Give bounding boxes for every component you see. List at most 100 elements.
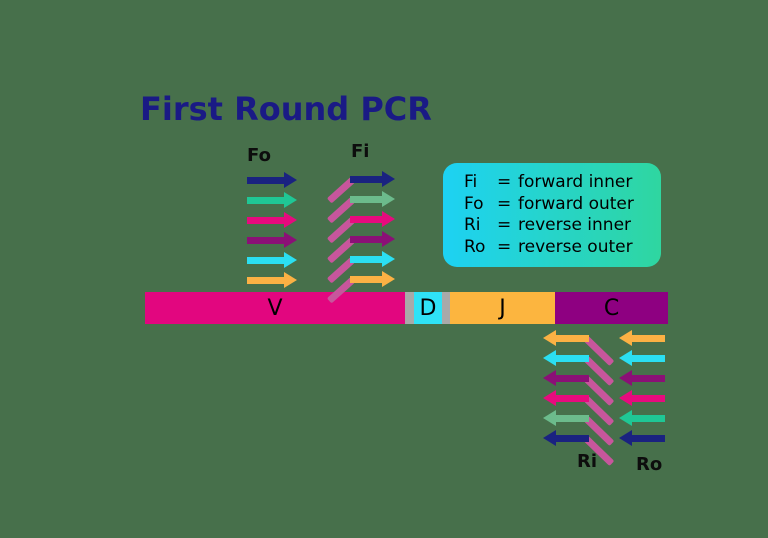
arrow-shaft (556, 354, 589, 362)
arrow-head-icon (619, 350, 632, 366)
primer-arrow-green-outer (247, 192, 297, 208)
arrow-shaft (556, 374, 589, 382)
arrow-head-icon (543, 390, 556, 406)
arrow-shaft (350, 195, 382, 203)
legend-entry: Ro = reverse outer (464, 237, 661, 259)
primer-arrow-purple (543, 370, 615, 406)
segment-label: J (499, 295, 506, 321)
arrow-head-icon (382, 191, 395, 207)
primer-arrow-pink (326, 211, 395, 244)
segment-label: C (603, 295, 620, 321)
arrow-shaft (247, 176, 284, 184)
arrow-shaft (350, 255, 382, 263)
legend-abbreviation: Fo (464, 193, 484, 214)
arrow-shaft (247, 216, 284, 224)
arrow-shaft (632, 414, 665, 422)
primer-group-label-fi: Fi (351, 141, 370, 162)
arrow-head-icon (619, 410, 632, 426)
arrow-head-icon (284, 252, 297, 268)
arrow-shaft (632, 354, 665, 362)
primer-arrow-green-inner (543, 410, 615, 446)
arrow-head-icon (284, 212, 297, 228)
primer-arrow-cyan (326, 251, 395, 284)
arrow-shaft (247, 236, 284, 244)
legend-abbreviation: Ro (464, 236, 486, 257)
arrow-head-icon (543, 430, 556, 446)
arrow-head-icon (284, 172, 297, 188)
legend-entry: Fo = forward outer (464, 194, 661, 216)
primer-arrow-purple (247, 232, 297, 248)
primer-arrow-orange (326, 271, 395, 304)
arrow-shaft (556, 434, 589, 442)
arrow-head-icon (619, 430, 632, 446)
legend-equals-sign: = (497, 215, 512, 235)
primer-arrow-cyan (247, 252, 297, 268)
primer-arrow-navy (247, 172, 297, 188)
legend-abbreviation: Fi (464, 172, 478, 192)
arrow-shaft (350, 215, 382, 223)
arrow-head-icon (382, 211, 395, 227)
primer-arrow-green-outer (619, 410, 665, 426)
gene-segment-c: C (555, 292, 668, 324)
arrow-shaft (632, 374, 665, 382)
arrow-shaft (632, 334, 665, 342)
primer-group-label-fo: Fo (247, 145, 271, 166)
arrow-shaft (632, 434, 665, 442)
primer-arrow-pink (543, 390, 615, 426)
primer-group-label-ro: Ro (636, 454, 663, 475)
arrow-head-icon (382, 171, 395, 187)
primer-arrow-cyan (543, 350, 615, 386)
segment-label: D (419, 295, 437, 321)
primer-arrow-navy (543, 430, 615, 466)
arrow-shaft (350, 275, 382, 283)
primer-arrow-cyan (619, 350, 665, 366)
segment-spacer (405, 292, 414, 324)
arrow-head-icon (619, 370, 632, 386)
legend-entry: Ri = reverse inner (464, 215, 661, 237)
legend-equals-sign: = (497, 193, 512, 214)
primer-arrow-purple (619, 370, 665, 386)
legend-description: reverse outer (518, 236, 633, 257)
diagram-title: First Round PCR (140, 90, 432, 128)
gene-segment-j: J (450, 292, 555, 324)
legend-description: reverse inner (518, 215, 632, 235)
arrow-head-icon (619, 390, 632, 406)
segment-label: V (267, 295, 283, 321)
arrow-head-icon (543, 350, 556, 366)
arrow-head-icon (543, 330, 556, 346)
arrow-shaft (556, 414, 589, 422)
legend-abbreviation: Ri (464, 215, 481, 235)
arrow-shaft (350, 175, 382, 183)
arrow-head-icon (382, 271, 395, 287)
arrow-head-icon (382, 251, 395, 267)
primer-arrow-orange (619, 330, 665, 346)
arrow-shaft (556, 334, 589, 342)
primer-arrow-navy (619, 430, 665, 446)
arrow-head-icon (543, 370, 556, 386)
primer-arrow-orange (543, 330, 615, 366)
arrow-head-icon (284, 272, 297, 288)
arrow-shaft (632, 394, 665, 402)
legend-equals-sign: = (497, 236, 512, 257)
primer-arrow-pink (247, 212, 297, 228)
arrow-shaft (247, 276, 284, 284)
arrow-head-icon (543, 410, 556, 426)
arrow-shaft (247, 256, 284, 264)
arrow-shaft (247, 196, 284, 204)
primer-arrow-purple (326, 231, 395, 264)
arrow-shaft (350, 235, 382, 243)
arrow-head-icon (619, 330, 632, 346)
primer-arrow-orange (247, 272, 297, 288)
legend-equals-sign: = (497, 172, 512, 192)
legend-description: forward inner (518, 172, 633, 192)
primer-group-label-ri: Ri (577, 451, 598, 472)
segment-spacer (442, 292, 450, 324)
arrow-shaft (556, 394, 589, 402)
legend-entry: Fi = forward inner (464, 172, 661, 194)
legend-description: forward outer (518, 193, 634, 214)
primer-arrow-pink (619, 390, 665, 406)
arrow-head-icon (284, 192, 297, 208)
